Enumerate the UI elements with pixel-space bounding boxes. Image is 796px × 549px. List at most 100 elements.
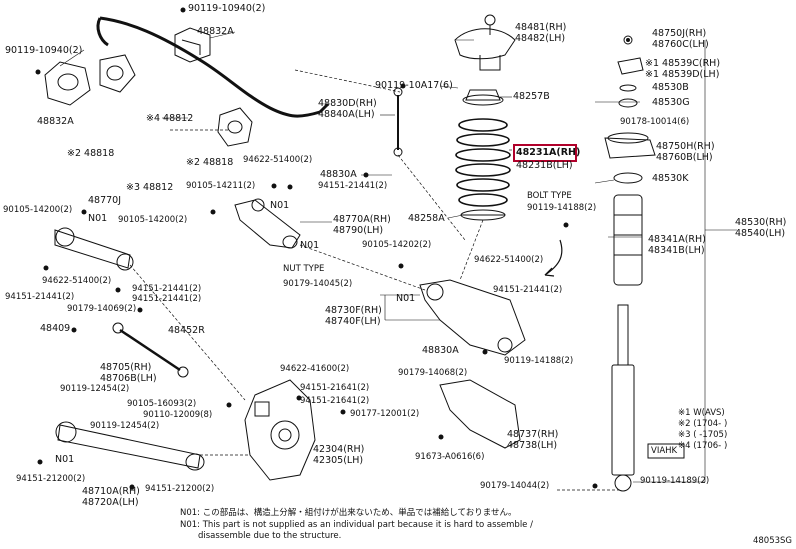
label-48738: 48738(LH) bbox=[507, 440, 558, 451]
label-48481: 48481(RH) bbox=[515, 22, 567, 33]
label-48812-b: ※3 48812 bbox=[126, 182, 174, 193]
label-94622-51400-a: 94622-51400(2) bbox=[243, 155, 313, 165]
label-48341A: 48341A(RH) bbox=[648, 234, 706, 245]
note-english-1: N01: This part is not supplied as an ind… bbox=[180, 520, 533, 530]
label-48706B: 48706B(LH) bbox=[100, 373, 157, 384]
label-90179-14069: 90179-14069(2) bbox=[67, 304, 137, 314]
label-94151-21641-a: 94151-21641(2) bbox=[300, 383, 370, 393]
bracket-small-parts bbox=[617, 35, 644, 108]
label-90119-12454-a: 90119-12454(2) bbox=[60, 384, 130, 394]
legend-4: ※4 (1706- ) bbox=[678, 441, 728, 451]
stabilizer-link bbox=[393, 87, 403, 157]
label-94151-21200-b: 94151-21200(2) bbox=[145, 484, 215, 494]
label-48740F: 48740F(LH) bbox=[325, 316, 381, 327]
stabilizer-bracket-mid bbox=[99, 54, 136, 93]
label-90105-14211: 90105-14211(2) bbox=[186, 181, 256, 191]
label-48231A[interactable]: 48231A(RH) bbox=[516, 147, 581, 158]
lower-arm-cover bbox=[439, 379, 521, 449]
label-48818-b: ※2 48818 bbox=[186, 157, 234, 168]
label-nut-type: NUT TYPE bbox=[283, 264, 325, 274]
label-48830A-a: 48830A bbox=[320, 169, 357, 180]
label-90179-14044: 90179-14044(2) bbox=[480, 481, 550, 491]
label-90105-14200-b: 90105-14200(2) bbox=[118, 215, 188, 225]
label-48530G: 48530G bbox=[652, 97, 690, 108]
label-48452R: 48452R bbox=[168, 325, 205, 336]
label-94622-51400-c: 94622-51400(2) bbox=[42, 276, 112, 286]
legend-3: ※3 ( -1705) bbox=[678, 430, 728, 440]
label-48257B: 48257B bbox=[513, 91, 550, 102]
label-48750H: 48750H(RH) bbox=[656, 141, 715, 152]
label-90105-14200-a: 90105-14200(2) bbox=[3, 205, 73, 215]
toe-control-link bbox=[112, 322, 189, 378]
label-94622-51400-b: 94622-51400(2) bbox=[474, 255, 544, 265]
label-48760B: 48760B(LH) bbox=[656, 152, 713, 163]
label-48710A: 48710A(RH) bbox=[82, 486, 140, 497]
label-90119-10940-top: 90119-10940(2) bbox=[188, 3, 266, 14]
strut-upper-support bbox=[604, 132, 656, 159]
label-94151-21441-b: 94151-21441(2) bbox=[493, 285, 563, 295]
label-90119-10940-left: 90119-10940(2) bbox=[5, 45, 83, 56]
stabilizer-bushing-top bbox=[174, 27, 211, 63]
rear-axle-carrier bbox=[244, 379, 316, 481]
spring-bumper-set bbox=[613, 172, 643, 286]
label-48409: 48409 bbox=[40, 323, 71, 334]
stabilizer-bar bbox=[96, 16, 330, 118]
label-90105-16093: 90105-16093(2) bbox=[127, 399, 197, 409]
label-42304: 42304(RH) bbox=[313, 444, 365, 455]
label-90177-12001: 90177-12001(2) bbox=[350, 409, 420, 419]
label-48818-a: ※2 48818 bbox=[67, 148, 115, 159]
label-94622-41600: 94622-41600(2) bbox=[280, 364, 350, 374]
label-48770J: 48770J bbox=[88, 195, 122, 206]
upper-support bbox=[454, 14, 516, 71]
viahk-box bbox=[647, 443, 685, 459]
label-90179-14045: 90179-14045(2) bbox=[283, 279, 353, 289]
label-48737: 48737(RH) bbox=[507, 429, 559, 440]
label-48830D: 48830D(RH) bbox=[318, 98, 377, 109]
arrow-indicator bbox=[544, 239, 563, 276]
label-viahk: VIAHK bbox=[651, 446, 678, 456]
label-48832A-left: 48832A bbox=[37, 116, 74, 127]
stabilizer-bushing-left bbox=[44, 61, 91, 106]
label-48770A: 48770A(RH) bbox=[333, 214, 391, 225]
label-48539D: ※1 48539D(LH) bbox=[645, 69, 720, 80]
stabilizer-bushing-lower bbox=[217, 107, 253, 147]
note-japanese: N01: この部品は、構造上分解・組付けが出来ないため、単品では補給しておりませ… bbox=[180, 508, 517, 518]
label-N01-e: N01 bbox=[55, 454, 75, 465]
label-90119-10A17: 90119-10A17(6) bbox=[375, 80, 453, 91]
label-90105-14202: 90105-14202(2) bbox=[362, 240, 432, 250]
spring-seat-lower bbox=[460, 209, 506, 221]
label-94151-21441-c: 94151-21441(2) bbox=[132, 284, 202, 294]
label-48530K: 48530K bbox=[652, 173, 689, 184]
label-48530: 48530(RH) bbox=[735, 217, 787, 228]
shock-absorber bbox=[611, 304, 635, 492]
label-90119-14188-b: 90119-14188(2) bbox=[504, 356, 574, 366]
label-90110-12009: 90110-12009(8) bbox=[143, 410, 213, 420]
label-94151-21441-d: 94151-21441(2) bbox=[5, 292, 75, 302]
label-94151-21641-b: 94151-21641(2) bbox=[300, 396, 370, 406]
label-48830A-b: 48830A bbox=[422, 345, 459, 356]
label-48258A: 48258A bbox=[408, 213, 445, 224]
label-94151-21441-e: 94151-21441(2) bbox=[132, 294, 202, 304]
highlight-box-48231A bbox=[513, 144, 577, 162]
label-48730F: 48730F(RH) bbox=[325, 305, 382, 316]
label-94151-21200-a: 94151-21200(2) bbox=[16, 474, 86, 484]
coil-spring bbox=[455, 118, 511, 207]
label-48750J: 48750J(RH) bbox=[652, 28, 707, 39]
label-N01-c: N01 bbox=[300, 240, 320, 251]
label-48832A-top: 48832A bbox=[197, 26, 234, 37]
rear-lateral-arm bbox=[54, 227, 134, 271]
label-48231B: 48231B(LH) bbox=[516, 160, 573, 171]
label-N01-a: N01 bbox=[88, 213, 108, 224]
upper-arm bbox=[234, 198, 301, 249]
label-90119-12454-b: 90119-12454(2) bbox=[90, 421, 160, 431]
label-90119-14188-a: 90119-14188(2) bbox=[527, 203, 597, 213]
label-48705: 48705(RH) bbox=[100, 362, 152, 373]
label-48341B: 48341B(LH) bbox=[648, 245, 705, 256]
legend-1: ※1 W(AVS) bbox=[678, 408, 725, 418]
label-90179-14068: 90179-14068(2) bbox=[398, 368, 468, 378]
label-48790: 48790(LH) bbox=[333, 225, 384, 236]
label-90119-14189: 90119-14189(2) bbox=[640, 476, 710, 486]
label-48760C: 48760C(LH) bbox=[652, 39, 709, 50]
label-48539C: ※1 48539C(RH) bbox=[645, 58, 721, 69]
